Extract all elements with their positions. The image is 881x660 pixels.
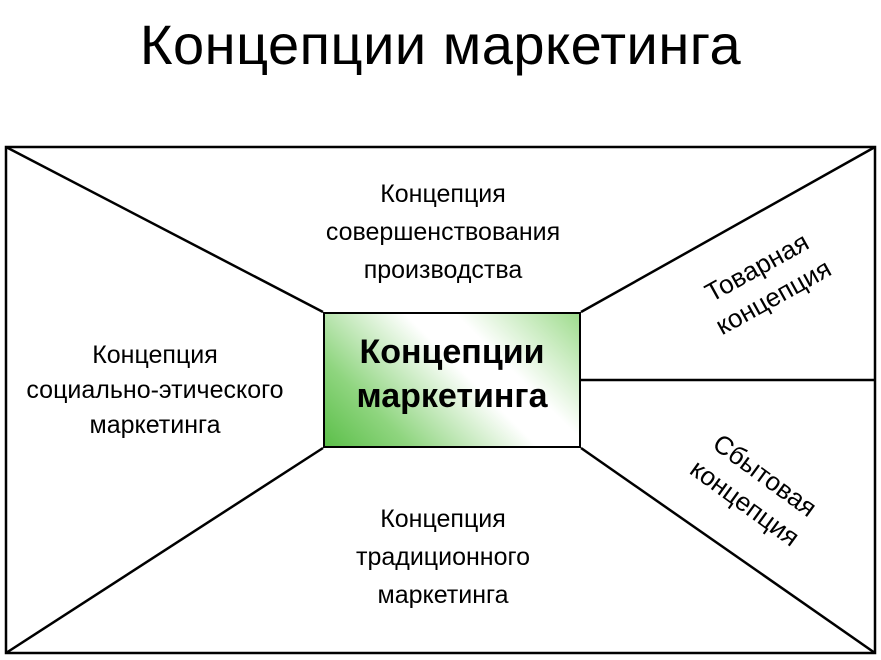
left-label-line2: социально-этического xyxy=(26,376,284,404)
outer-frame xyxy=(4,145,877,655)
bottom-label-line2: традиционного xyxy=(356,543,530,571)
center-box xyxy=(323,312,581,448)
center-label: Концепции маркетинга xyxy=(323,330,581,418)
page-title: Концепции маркетинга xyxy=(139,13,742,76)
diagonal-top-left xyxy=(5,145,324,314)
bottom-label-line3: маркетинга xyxy=(377,581,509,609)
bottom-label-line1: Концепция xyxy=(380,505,506,533)
top-label-line3: производства xyxy=(363,256,523,284)
center-label-line2: маркетинга xyxy=(356,377,548,415)
diagonal-bottom-right xyxy=(580,446,876,655)
top-section-label: Концепция совершенствования производства xyxy=(283,175,603,289)
left-label-line3: маркетинга xyxy=(89,411,221,439)
left-label-line1: Концепция xyxy=(92,341,218,369)
diagonal-bottom-left xyxy=(5,446,324,655)
top-label-line2: совершенствования xyxy=(325,218,561,246)
bottom-section-label: Концепция традиционного маркетинга xyxy=(293,500,593,614)
left-section-label: Концепция социально-этического маркетинг… xyxy=(5,338,305,443)
top-label-line1: Концепция xyxy=(380,180,506,208)
diagonal-top-right xyxy=(580,145,876,314)
center-label-line1: Концепции xyxy=(359,333,545,371)
